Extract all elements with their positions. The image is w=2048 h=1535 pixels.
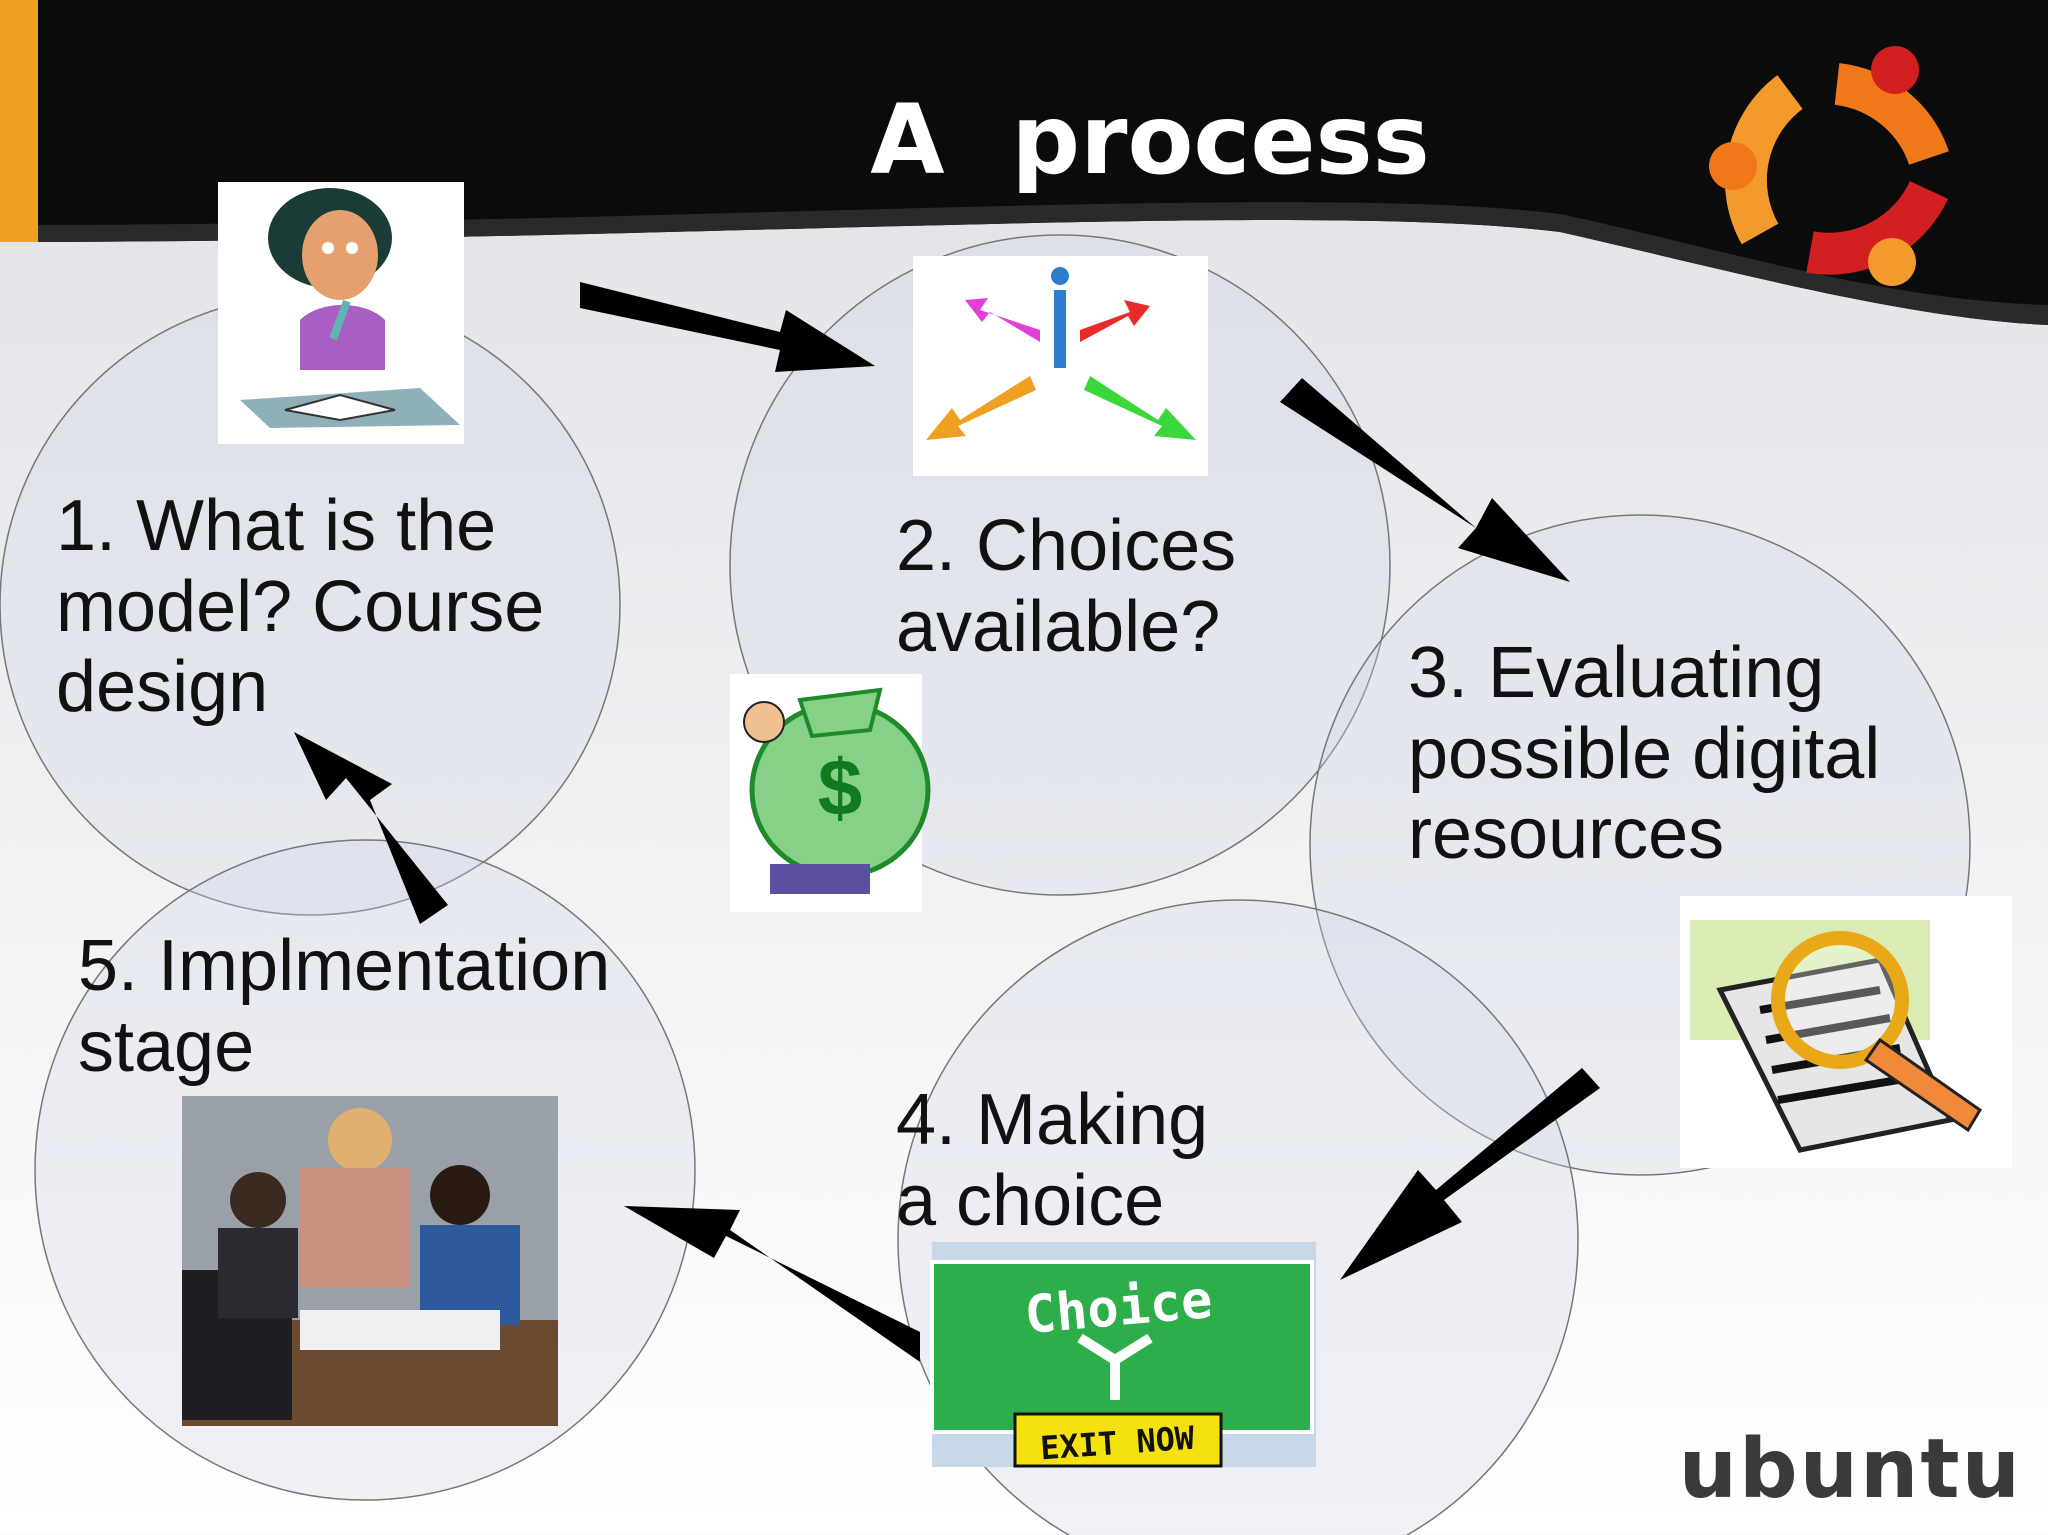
stage-2-label: 2. Choices available? xyxy=(896,506,1237,667)
arrow-4-to-5 xyxy=(624,1206,920,1362)
classroom-photo-icon xyxy=(182,1096,558,1426)
stage-5-label: 5. Implmentation stage xyxy=(78,926,611,1087)
thinking-student-icon xyxy=(218,182,464,444)
ubuntu-logo-icon xyxy=(1709,46,1949,286)
stage-3-label: 3. Evaluating possible digital resources xyxy=(1408,633,1881,875)
arrow-3-to-4 xyxy=(1340,1068,1600,1280)
header-accent-bar xyxy=(0,0,38,242)
choice-road-sign-icon: Choice EXIT NOW xyxy=(930,1242,1316,1468)
slide-title: A process xyxy=(870,84,1430,196)
arrow-1-to-2 xyxy=(580,282,875,372)
direction-arrows-icon xyxy=(913,256,1208,476)
ubuntu-wordmark: ubuntu xyxy=(1678,1422,2022,1517)
money-bag-icon: $ xyxy=(730,674,931,912)
stage-4-label: 4. Making a choice xyxy=(896,1080,1209,1241)
money-bag-dollar: $ xyxy=(818,743,863,832)
flow-arrows xyxy=(294,282,1600,1362)
stage-1-label: 1. What is the model? Course design xyxy=(56,486,545,728)
header-band xyxy=(0,0,2048,325)
header-swoosh xyxy=(0,202,2048,325)
arrow-5-to-1 xyxy=(294,732,448,924)
magnifier-document-icon xyxy=(1680,896,2012,1168)
arrow-2-to-3 xyxy=(1280,378,1570,582)
stage-circles xyxy=(0,234,1971,1535)
